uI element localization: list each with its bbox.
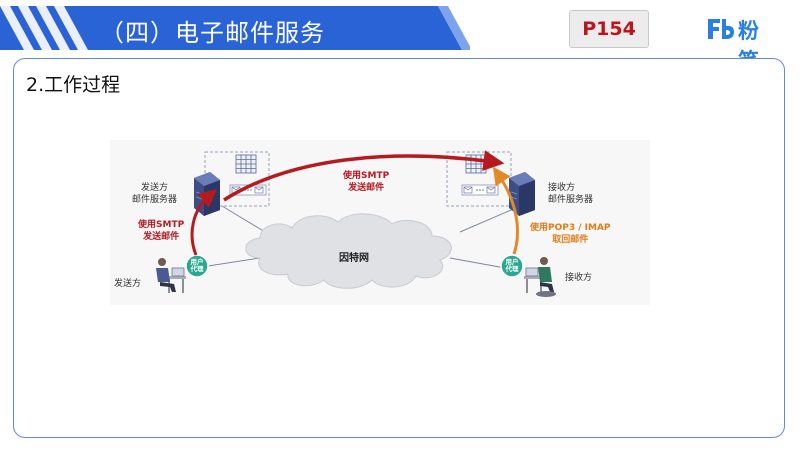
receiver-user-agent-label: 用户 代理 [504,259,520,273]
pop-retrieve-arrow [492,166,519,255]
sender-user-agent-line2: 代理 [190,265,204,273]
smtp-send-label-line1: 使用SMTP [138,220,185,230]
pop-retrieve-label: 使用POP3 / IMAP 取回邮件 [530,222,611,246]
sender-server-label-line2: 邮件服务器 [132,195,178,205]
receiver-envelope-row-icon [461,184,499,196]
sender-user-agent-label: 用户 代理 [189,259,205,273]
header-banner [0,6,470,50]
receiver-server-label: 接收方 邮件服务器 [548,182,593,206]
page-number-badge: P154 [569,10,649,48]
sender-server-label: 发送方 邮件服务器 [132,182,177,206]
receiver-user-icon [524,257,556,297]
internet-cloud [245,213,452,289]
receiver-server-icon [509,172,535,216]
smtp-send-label-line2: 发送邮件 [143,232,180,242]
sender-user-agent-badge [185,254,209,278]
receiver-server-label-line2: 邮件服务器 [548,195,594,205]
smtp-relay-label-line2: 发送邮件 [348,183,385,193]
diagram-canvas [110,140,650,305]
smtp-relay-label-line1: 使用SMTP [343,171,390,181]
page-title: （四）电子邮件服务 [100,19,325,47]
smtp-send-label: 使用SMTP 发送邮件 [138,219,184,243]
sender-server-label-line1: 发送方 [141,183,169,193]
header-bar: （四）电子邮件服务 P154 粉笔 [0,0,800,73]
receiver-user-agent-line2: 代理 [505,265,519,273]
pop-retrieve-label-line2: 取回邮件 [552,235,589,245]
receiver-user-agent-line1: 用户 [505,258,519,266]
internet-label: 因特网 [339,253,369,264]
section-title: 2.工作过程 [26,74,121,96]
sender-user-agent-line1: 用户 [190,258,204,266]
sender-user-icon [156,258,186,293]
pop-retrieve-label-line1: 使用POP3 / IMAP [530,223,611,233]
smtp-relay-label: 使用SMTP 发送邮件 [343,170,389,194]
sender-label: 发送方 [114,279,142,289]
receiver-user-agent-badge [500,254,524,278]
email-workflow-diagram: 发送方 邮件服务器 接收方 邮件服务器 使用SMTP 发送邮件 使用SMTP 发… [110,140,650,305]
fenbi-logo-icon [708,19,734,39]
sender-mailbox-grid-icon [235,154,257,174]
receiver-server-label-line1: 接收方 [548,183,576,193]
smtp-relay-arrow [223,150,505,202]
smtp-send-arrow [190,189,217,256]
receiver-label: 接收方 [565,273,593,283]
